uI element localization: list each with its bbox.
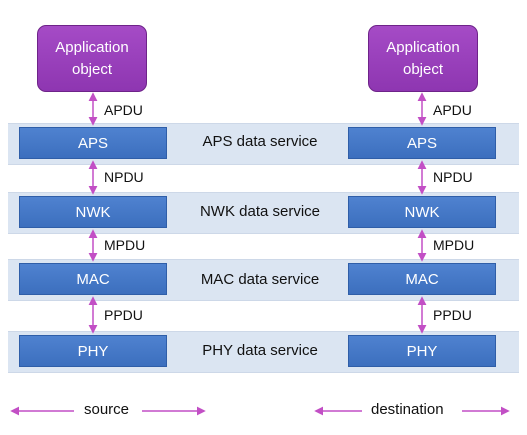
destination-aps-layer: APS <box>348 127 496 159</box>
source-application-object: Application object <box>37 25 147 92</box>
source-ppdu-label: PPDU <box>104 307 143 323</box>
destination-npdu-label: NPDU <box>433 169 473 185</box>
destination-mac-layer: MAC <box>348 263 496 295</box>
source-phy-layer: PHY <box>19 335 167 367</box>
destination-app-line1: Application <box>386 38 460 56</box>
source-nwk-label: NWK <box>75 203 111 221</box>
destination-ppdu-label: PPDU <box>433 307 472 323</box>
source-app-line1: Application <box>55 38 129 56</box>
destination-mpdu-label: MPDU <box>433 237 475 253</box>
destination-label: destination <box>371 401 444 418</box>
source-label: source <box>84 401 130 418</box>
source-npdu-label: NPDU <box>104 169 144 185</box>
destination-aps-label: APS <box>406 134 437 152</box>
source-mac-layer: MAC <box>19 263 167 295</box>
phy-data-service-label: PHY data service <box>202 342 318 359</box>
source-apdu-label: APDU <box>104 102 143 118</box>
destination-phy-label: PHY <box>406 342 438 360</box>
source-mpdu-label: MPDU <box>104 237 146 253</box>
nwk-data-service-label: NWK data service <box>199 203 321 220</box>
destination-nwk-label: NWK <box>404 203 440 221</box>
aps-data-service-label: APS data service <box>202 133 318 150</box>
destination-apdu-label: APDU <box>433 102 472 118</box>
source-aps-label: APS <box>77 134 108 152</box>
source-mac-label: MAC <box>76 270 110 288</box>
source-phy-label: PHY <box>77 342 109 360</box>
source-app-line2: object <box>71 60 113 78</box>
destination-nwk-layer: NWK <box>348 196 496 228</box>
destination-mac-label: MAC <box>405 270 439 288</box>
source-aps-layer: APS <box>19 127 167 159</box>
source-nwk-layer: NWK <box>19 196 167 228</box>
mac-data-service-label: MAC data service <box>200 271 320 288</box>
destination-app-line2: object <box>402 60 444 78</box>
destination-application-object: Application object <box>368 25 478 92</box>
destination-phy-layer: PHY <box>348 335 496 367</box>
